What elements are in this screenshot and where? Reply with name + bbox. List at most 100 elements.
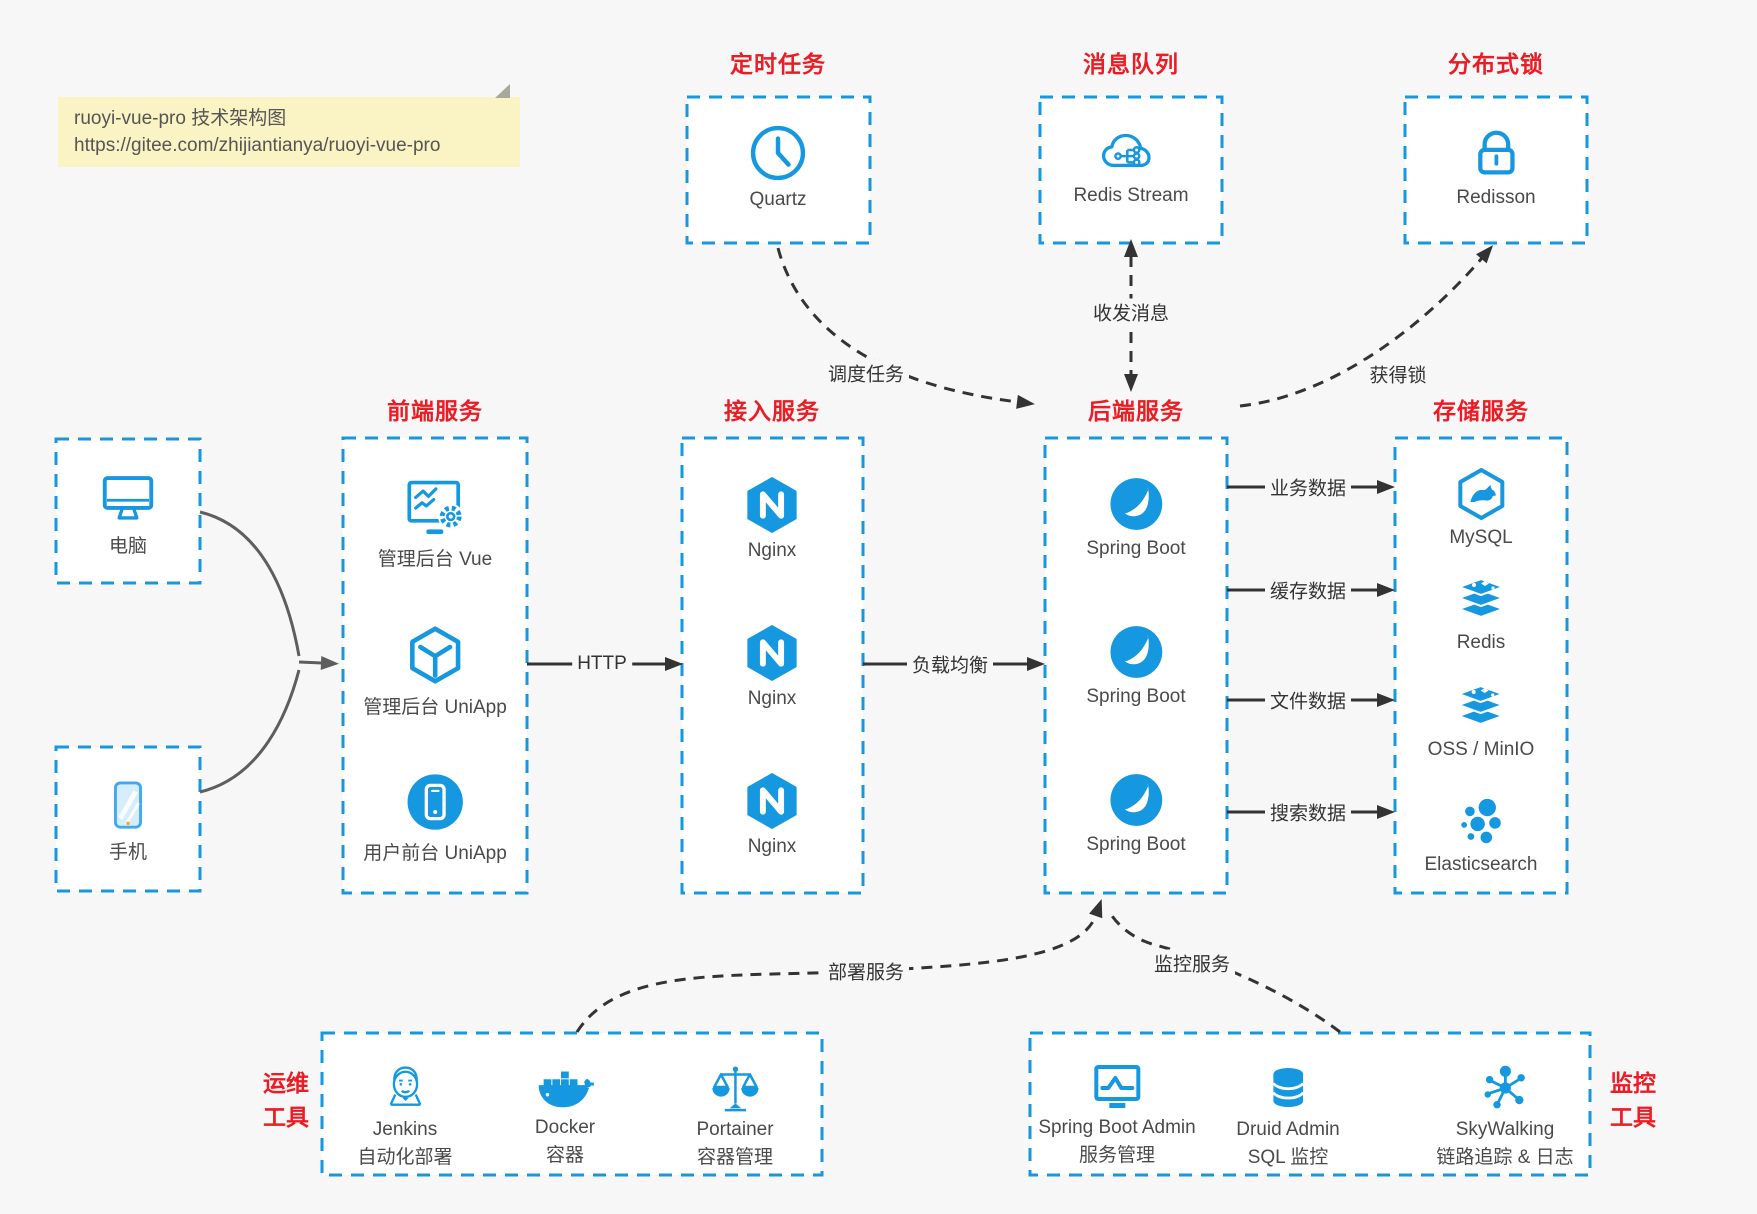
node-admin-uniapp: 管理后台 UniApp (363, 623, 507, 719)
node-label: Spring Boot (1086, 834, 1186, 855)
edge-label-biz: 业务数据 (1264, 473, 1352, 501)
monitoring-group-label-line1: 监控 (1610, 1070, 1656, 1096)
node-druid: Druid Admin SQL 监控 (1236, 1062, 1340, 1169)
sticky-note: ruoyi-vue-pro 技术架构图 https://gitee.com/zh… (58, 84, 520, 167)
node-elasticsearch: Elasticsearch (1425, 795, 1538, 876)
node-label: Nginx (747, 836, 797, 857)
monitor-chart-icon (1094, 1065, 1140, 1108)
edge-clients-arrow (298, 655, 339, 670)
panel-queue (1038, 95, 1224, 245)
node-springboot-2: Spring Boot (1086, 623, 1186, 708)
node-label: 电脑 (108, 536, 147, 557)
edge-label-monitor: 监控服务 (1148, 949, 1236, 977)
clock-icon (750, 125, 806, 181)
database-icon (1272, 1068, 1304, 1108)
elasticsearch-cluster-icon (1458, 796, 1503, 846)
node-desc: 容器 (545, 1145, 584, 1166)
group-title-backend: 后端服务 (1088, 398, 1184, 424)
edge-label-deploy: 部署服务 (822, 957, 910, 985)
node-label: 手机 (108, 842, 147, 863)
phone-icon (114, 781, 142, 829)
group-title-lock: 分布式锁 (1448, 51, 1544, 77)
spring-leaf-icon (1110, 774, 1162, 826)
redis-stack-icon (1458, 578, 1504, 618)
node-label: SkyWalking (1455, 1119, 1555, 1140)
node-springboot-3: Spring Boot (1086, 771, 1186, 856)
mysql-icon (1457, 468, 1504, 520)
monitoring-group-label-line2: 工具 (1610, 1104, 1656, 1130)
node-desc: 自动化部署 (357, 1147, 453, 1168)
edge-schedule-task (776, 247, 1035, 409)
panel-lock (1403, 95, 1589, 245)
node-quartz: Quartz (747, 122, 809, 211)
edge-label-http: HTTP (572, 653, 632, 675)
edge-mobile-frontend (199, 669, 301, 794)
note-fold-icon (495, 84, 510, 98)
admin-screen-gear-icon (407, 480, 464, 535)
node-springboot-admin: Spring Boot Admin 服务管理 (1038, 1062, 1196, 1167)
node-desc: 容器管理 (696, 1147, 774, 1168)
desktop-icon (102, 476, 154, 520)
nginx-icon (747, 625, 797, 681)
node-pc: 电脑 (97, 470, 159, 558)
storage-stack-icon (1457, 685, 1504, 725)
cube-icon (409, 626, 461, 684)
ops-group-label-line1: 运维 (263, 1070, 309, 1096)
docker-icon (538, 1071, 594, 1108)
node-skywalking: SkyWalking 链路追踪 & 日志 (1436, 1062, 1574, 1169)
node-label: Spring Boot (1086, 538, 1186, 559)
node-label: Redis Stream (1073, 185, 1189, 206)
note-title: ruoyi-vue-pro 技术架构图 (74, 108, 287, 129)
circle-phone-icon (407, 774, 463, 830)
node-jenkins: Jenkins 自动化部署 (357, 1062, 453, 1169)
node-admin-vue: 管理后台 Vue (378, 475, 492, 571)
scales-icon (711, 1066, 759, 1112)
node-label: MySQL (1449, 527, 1513, 548)
node-label: Redisson (1456, 187, 1536, 208)
ops-group-label: 运维 工具 (246, 1066, 326, 1134)
node-nginx-3: Nginx (742, 771, 802, 858)
spring-leaf-icon (1110, 626, 1162, 678)
node-redis-stream: Redis Stream (1073, 122, 1189, 207)
node-label: Nginx (747, 688, 797, 709)
node-redis: Redis (1453, 573, 1509, 654)
edge-label-sched: 调度任务 (822, 359, 910, 387)
nginx-icon (747, 477, 797, 533)
node-springboot-1: Spring Boot (1086, 475, 1186, 560)
node-portainer: Portainer 容器管理 (696, 1062, 774, 1169)
edge-label-lb: 负载均衡 (906, 650, 994, 678)
node-nginx-1: Nginx (742, 475, 802, 562)
node-user-uniapp: 用户前台 UniApp (363, 771, 507, 865)
edge-label-cache: 缓存数据 (1264, 576, 1352, 604)
group-title-frontend: 前端服务 (387, 398, 483, 424)
node-label: Docker (534, 1117, 596, 1138)
edge-label-msg: 收发消息 (1087, 298, 1175, 326)
node-label: Jenkins (372, 1119, 438, 1140)
cloud-stream-icon (1101, 133, 1151, 168)
edge-label-lock: 获得锁 (1364, 360, 1432, 388)
jenkins-icon (389, 1066, 421, 1106)
node-label: OSS / MinIO (1427, 739, 1535, 760)
node-mobile: 手机 (101, 780, 155, 864)
edge-label-file: 文件数据 (1264, 686, 1352, 714)
node-redisson: Redisson (1456, 122, 1536, 209)
group-title-scheduler: 定时任务 (730, 51, 826, 77)
spring-leaf-icon (1110, 478, 1162, 530)
node-label: Spring Boot Admin (1038, 1117, 1196, 1138)
node-docker: Docker 容器 (535, 1062, 595, 1167)
node-nginx-2: Nginx (742, 623, 802, 710)
network-hub-icon (1484, 1065, 1525, 1109)
note-url[interactable]: https://gitee.com/zhijiantianya/ruoyi-vu… (74, 135, 441, 156)
node-label: Spring Boot (1086, 686, 1186, 707)
node-oss-minio: OSS / MinIO (1427, 680, 1535, 761)
node-desc: SQL 监控 (1247, 1147, 1329, 1168)
node-label: Druid Admin (1236, 1119, 1340, 1140)
node-label: Elasticsearch (1424, 854, 1538, 875)
node-label: Nginx (747, 540, 797, 561)
node-label: Portainer (696, 1119, 774, 1140)
lock-icon (1477, 130, 1515, 175)
node-desc: 链路追踪 & 日志 (1436, 1147, 1574, 1168)
node-label: 管理后台 UniApp (363, 697, 507, 718)
edge-label-search: 搜索数据 (1264, 798, 1352, 826)
